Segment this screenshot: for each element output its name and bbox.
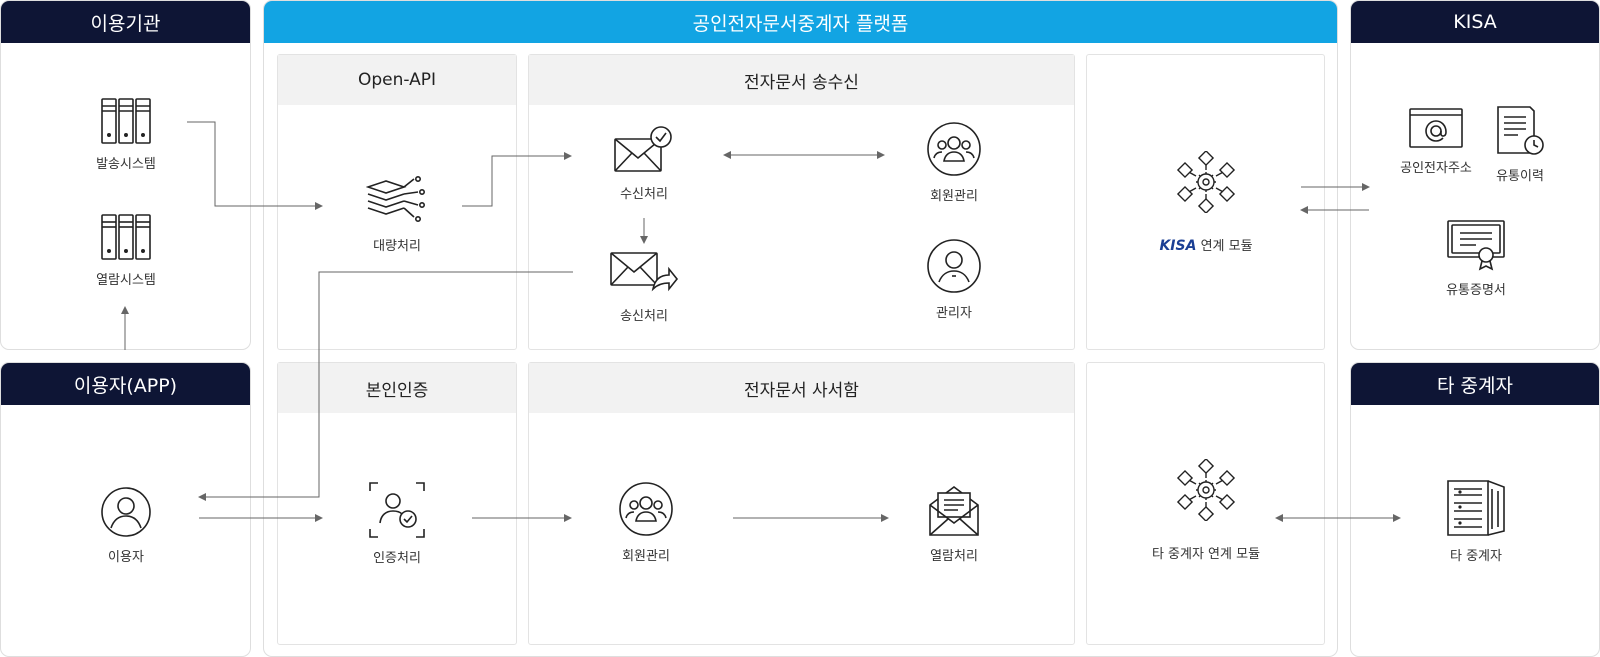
identity-section: 본인인증 인증처리 xyxy=(277,362,517,645)
auth-node[interactable]: 인증처리 xyxy=(322,481,472,566)
admin-label: 관리자 xyxy=(936,306,972,321)
bulk-label: 대량처리 xyxy=(373,239,421,254)
network-gear-icon xyxy=(1176,151,1236,213)
member-top-label: 회원관리 xyxy=(930,189,978,204)
send-label: 송신처리 xyxy=(620,309,668,324)
history-label: 유통이력 xyxy=(1496,169,1544,184)
user-app-panel: 이용자(APP) 이용자 xyxy=(0,362,251,657)
org-panel: 이용기관 발송시스템 열람시스템 xyxy=(0,0,251,350)
certificate-label: 유통증명서 xyxy=(1446,283,1506,298)
org-title: 이용기관 xyxy=(1,1,250,43)
member-bottom-label: 회원관리 xyxy=(622,549,670,564)
bulk-node[interactable]: 대량처리 xyxy=(322,175,472,254)
network-gear-icon xyxy=(1176,459,1236,521)
view-proc-node[interactable]: 열람처리 xyxy=(879,483,1029,564)
other-relay-panel: 타 중계자 타 중계자 xyxy=(1350,362,1600,657)
send-node[interactable]: 송신처리 xyxy=(569,247,719,324)
kisa-title: KISA xyxy=(1351,1,1599,43)
group-icon xyxy=(619,482,673,536)
other-link-node[interactable]: 타 중계자 연계 모듈 xyxy=(1131,459,1281,562)
server-rack-icon xyxy=(1447,480,1505,536)
mailbox-title: 전자문서 사서함 xyxy=(529,363,1074,413)
other-link-label: 타 중계자 연계 모듈 xyxy=(1151,547,1261,562)
receive-label: 수신처리 xyxy=(620,187,668,202)
mail-check-icon xyxy=(614,126,672,172)
kisa-logo: KISA xyxy=(1159,238,1197,254)
view-system-label: 열람시스템 xyxy=(96,273,156,288)
other-relay-title: 타 중계자 xyxy=(1351,363,1599,405)
kisa-link-node[interactable]: KISA 연계 모듈 xyxy=(1131,151,1281,254)
doc-transfer-title: 전자문서 송수신 xyxy=(529,55,1074,105)
kisa-link-label: KISA 연계 모듈 xyxy=(1131,235,1281,254)
mail-send-icon xyxy=(610,252,679,292)
user-icon xyxy=(101,487,151,537)
at-mail-icon xyxy=(1409,108,1463,148)
other-relay-label: 타 중계자 xyxy=(1450,549,1502,564)
auth-label: 인증처리 xyxy=(373,551,421,566)
open-api-section: Open-API 대량처리 xyxy=(277,54,517,350)
user-node[interactable]: 이용자 xyxy=(51,486,201,565)
cert-address-label: 공인전자주소 xyxy=(1400,161,1472,176)
group-icon xyxy=(927,122,981,176)
kisa-link-section: KISA 연계 모듈 xyxy=(1086,54,1325,350)
certificate-icon xyxy=(1447,220,1505,271)
user-label: 이용자 xyxy=(108,550,144,565)
history-node[interactable]: 유통이력 xyxy=(1445,105,1595,184)
other-link-section: 타 중계자 연계 모듈 xyxy=(1086,362,1325,645)
server-icon xyxy=(101,214,151,260)
kisa-panel: KISA 공인전자주소 유통이력 유통증명서 xyxy=(1350,0,1600,350)
doc-transfer-section: 전자문서 송수신 수신처리 송신처리 회원관리 관리자 xyxy=(528,54,1075,350)
admin-node[interactable]: 관리자 xyxy=(879,238,1029,321)
certificate-node[interactable]: 유통증명서 xyxy=(1401,219,1551,298)
receive-node[interactable]: 수신처리 xyxy=(569,125,719,202)
open-api-title: Open-API xyxy=(278,55,516,105)
cert-address-node[interactable]: 공인전자주소 xyxy=(1361,107,1511,176)
document-history-icon xyxy=(1497,106,1544,155)
admin-icon xyxy=(927,239,981,293)
other-relay-node[interactable]: 타 중계자 xyxy=(1401,477,1551,564)
view-system-node[interactable]: 열람시스템 xyxy=(51,213,201,288)
user-verify-icon xyxy=(369,482,425,538)
view-proc-label: 열람처리 xyxy=(930,549,978,564)
member-bottom-node[interactable]: 회원관리 xyxy=(571,481,721,564)
server-icon xyxy=(101,98,151,144)
send-system-label: 발송시스템 xyxy=(96,157,156,172)
layers-icon xyxy=(366,175,425,222)
user-app-title: 이용자(APP) xyxy=(1,363,250,405)
mailbox-section: 전자문서 사서함 회원관리 열람처리 xyxy=(528,362,1075,645)
identity-title: 본인인증 xyxy=(278,363,516,413)
send-system-node[interactable]: 발송시스템 xyxy=(51,97,201,172)
member-top-node[interactable]: 회원관리 xyxy=(879,121,1029,204)
platform-title: 공인전자문서중계자 플랫폼 xyxy=(264,1,1337,43)
open-mail-icon xyxy=(929,486,979,536)
kisa-link-text: 연계 모듈 xyxy=(1200,239,1253,254)
